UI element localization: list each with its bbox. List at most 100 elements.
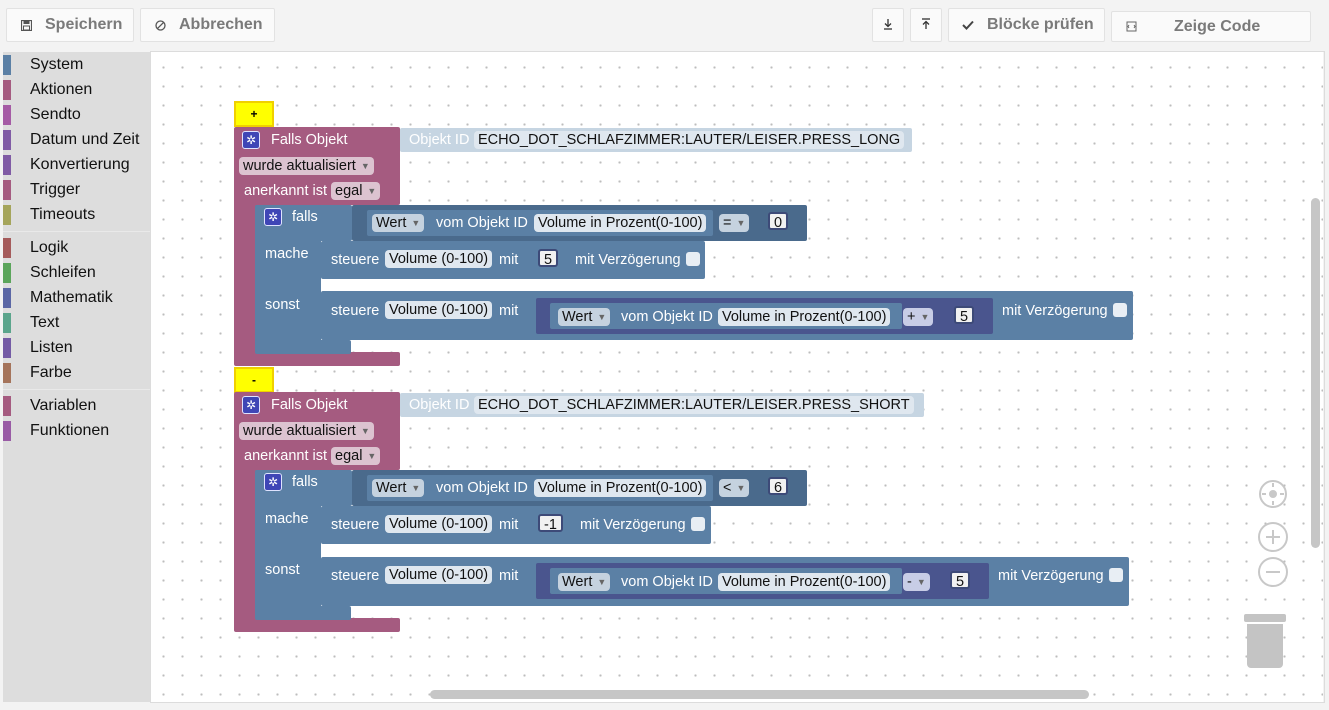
category-text[interactable]: Text [3, 311, 150, 335]
ack-dropdown[interactable]: egal▼ [331, 182, 381, 200]
with-label: mit [499, 303, 519, 319]
save-button[interactable]: Speichern [6, 8, 134, 42]
cancel-button[interactable]: Abbrechen [140, 8, 275, 42]
condition-dropdown[interactable]: wurde aktualisiert▼ [239, 422, 374, 440]
category-color-bar [3, 338, 11, 358]
delay-checkbox[interactable] [1109, 568, 1123, 582]
category-label: Aktionen [30, 81, 93, 98]
delay-checkbox[interactable] [686, 252, 700, 266]
value-dropdown-label: Wert [376, 215, 407, 231]
category-color-bar [3, 130, 11, 150]
target-object-field[interactable]: Volume (0-100) [385, 301, 493, 319]
operator-dropdown[interactable]: =▼ [719, 214, 750, 232]
chevron-down-icon: ▼ [367, 451, 377, 462]
category-label: Sendto [30, 106, 81, 123]
category-schleifen[interactable]: Schleifen [3, 261, 150, 285]
category-funktionen[interactable]: Funktionen [3, 419, 150, 443]
upload-icon [921, 17, 931, 33]
event-block-spine [234, 200, 258, 360]
number-field[interactable]: 6 [768, 477, 789, 496]
export-button[interactable] [872, 8, 904, 42]
value-dropdown-label: Wert [376, 480, 407, 496]
category-aktionen[interactable]: Aktionen [3, 78, 150, 102]
operator-dropdown[interactable]: <▼ [719, 479, 750, 497]
code-icon [1124, 20, 1138, 34]
value-dropdown[interactable]: Wert▼ [372, 214, 425, 232]
source-object-field[interactable]: Volume in Prozent(0-100) [718, 573, 891, 591]
delay-checkbox[interactable] [1113, 303, 1127, 317]
value-dropdown[interactable]: Wert▼ [558, 308, 611, 326]
check-blocks-button[interactable]: Blöcke prüfen [948, 8, 1105, 42]
category-color-bar [3, 288, 11, 308]
import-button[interactable] [910, 8, 942, 42]
category-timeouts[interactable]: Timeouts [3, 203, 150, 227]
category-color-bar [3, 363, 11, 383]
number-field[interactable]: 5 [950, 571, 971, 590]
with-label: mit [499, 252, 519, 268]
vertical-scrollbar[interactable] [1311, 198, 1320, 548]
else-label: sonst [265, 562, 300, 578]
save-label: Speichern [45, 16, 123, 33]
if-label: falls [292, 474, 318, 490]
target-object-field[interactable]: Volume (0-100) [385, 566, 493, 584]
condition-value: wurde aktualisiert [243, 158, 356, 174]
category-color-bar [3, 155, 11, 175]
crosshair-icon[interactable] [1259, 480, 1287, 508]
cancel-icon [153, 18, 167, 32]
object-id-field[interactable]: ECHO_DOT_SCHLAFZIMMER:LAUTER/LEISER.PRES… [474, 396, 914, 414]
horizontal-scrollbar[interactable] [430, 690, 1089, 699]
operator-value: = [723, 215, 732, 231]
gear-icon[interactable]: ✲ [242, 396, 260, 414]
source-object-field[interactable]: Volume in Prozent(0-100) [534, 479, 707, 497]
value-dropdown[interactable]: Wert▼ [558, 573, 611, 591]
category-sendto[interactable]: Sendto [3, 103, 150, 127]
category-farbe[interactable]: Farbe [3, 361, 150, 385]
number-field[interactable]: -1 [538, 514, 563, 533]
gear-icon[interactable]: ✲ [264, 208, 282, 226]
operator-value: + [907, 309, 916, 325]
download-icon [883, 18, 893, 33]
minus-icon[interactable] [1258, 557, 1288, 587]
value-dropdown[interactable]: Wert ▼ [372, 479, 425, 497]
category-logik[interactable]: Logik [3, 236, 150, 260]
number-field[interactable]: 5 [538, 249, 559, 268]
category-mathematik[interactable]: Mathematik [3, 286, 150, 310]
operator-dropdown[interactable]: -▼ [903, 573, 930, 591]
chevron-down-icon: ▼ [411, 483, 421, 494]
collapse-toggle[interactable]: - [234, 367, 274, 393]
number-field[interactable]: 0 [768, 212, 789, 231]
ack-label: anerkannt ist [244, 183, 328, 199]
object-id-field[interactable]: ECHO_DOT_SCHLAFZIMMER:LAUTER/LEISER.PRES… [474, 131, 905, 149]
with-label: mit [499, 517, 519, 533]
source-object-field[interactable]: Volume in Prozent(0-100) [718, 308, 891, 326]
ack-dropdown[interactable]: egal▼ [331, 447, 381, 465]
target-object-field[interactable]: Volume (0-100) [385, 250, 493, 268]
target-object-field[interactable]: Volume (0-100) [385, 515, 493, 533]
trash-lid [1244, 614, 1286, 622]
category-konvertierung[interactable]: Konvertierung [3, 153, 150, 177]
number-field[interactable]: 5 [954, 306, 975, 325]
category-label: Funktionen [30, 422, 110, 439]
plus-icon[interactable] [1258, 522, 1288, 552]
gear-icon[interactable]: ✲ [242, 131, 260, 149]
category-trigger[interactable]: Trigger [3, 178, 150, 202]
category-system[interactable]: System [3, 53, 150, 77]
condition-dropdown[interactable]: wurde aktualisiert▼ [239, 157, 374, 175]
operator-dropdown[interactable]: +▼ [903, 308, 934, 326]
chevron-down-icon: ▼ [367, 186, 377, 197]
collapse-toggle[interactable]: + [234, 101, 274, 127]
category-color-bar [3, 180, 11, 200]
category-listen[interactable]: Listen [3, 336, 150, 360]
category-label: Schleifen [30, 264, 96, 281]
category-datum-und-zeit[interactable]: Datum und Zeit [3, 128, 150, 152]
if-else-footer [255, 340, 351, 354]
gear-icon[interactable]: ✲ [264, 473, 282, 491]
show-code-button[interactable]: Zeige Code [1111, 11, 1311, 42]
delay-checkbox[interactable] [691, 517, 705, 531]
event-block-footer [234, 618, 400, 632]
delay-label: mit Verzögerung [575, 252, 681, 268]
chevron-down-icon: ▼ [916, 577, 926, 588]
category-variablen[interactable]: Variablen [3, 394, 150, 418]
source-object-field[interactable]: Volume in Prozent(0-100) [534, 214, 707, 232]
